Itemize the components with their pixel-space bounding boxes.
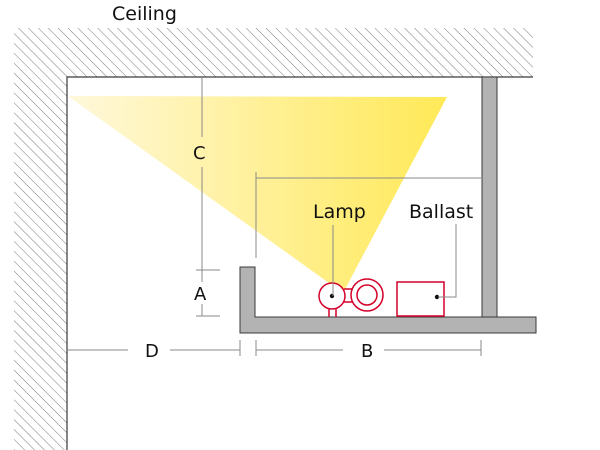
ballast-label: Ballast xyxy=(409,201,473,223)
cove-trough xyxy=(239,266,537,334)
lamp-label: Lamp xyxy=(313,201,366,223)
cove-vertical-panel xyxy=(481,76,498,321)
dimension-d-label: D xyxy=(145,341,159,362)
lamp-tube-second xyxy=(350,278,384,312)
ceiling-label: Ceiling xyxy=(112,3,177,25)
light-beam xyxy=(68,96,447,293)
dimension-a-label: A xyxy=(194,284,207,305)
lamp-fixture xyxy=(318,278,384,317)
dimension-c-label: C xyxy=(193,143,206,164)
ceiling-wall-hatch xyxy=(14,28,533,450)
ballast-marker xyxy=(434,294,440,300)
dimension-lines xyxy=(67,78,482,356)
ceiling-wall-outline xyxy=(66,76,533,450)
ballast-leader xyxy=(438,224,457,298)
dimension-b-label: B xyxy=(361,341,373,362)
